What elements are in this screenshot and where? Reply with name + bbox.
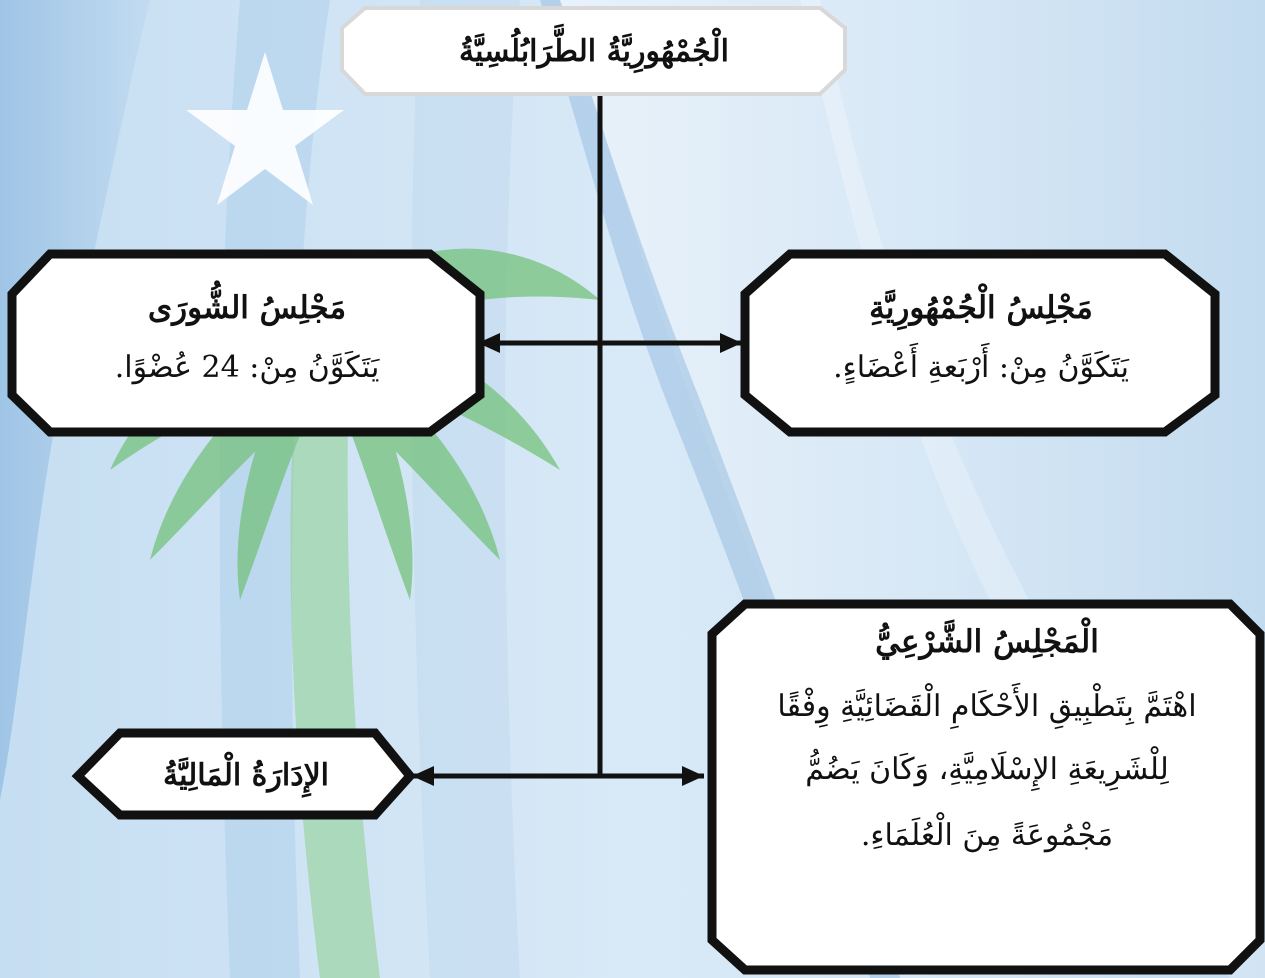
shura-box-shape xyxy=(7,249,485,437)
republic-council-title: مَجْلِسُ الْجُمْهُورِيَّةِ xyxy=(869,290,1093,327)
shura-council-title: مَجْلِسُ الشُّورَى xyxy=(147,290,347,327)
sharia-box-shape xyxy=(707,599,1265,975)
root-title: الْجُمْهُورِيَّةُ الطَّرَابُلُسِيَّةُ xyxy=(458,33,730,69)
shura-council-body: يَتَكَوَّنُ مِنْ: 24 عُضْوًا. xyxy=(114,350,380,386)
sharia-council-line-1: اهْتَمَّ بِتَطْبِيقِ الأَحْكَامِ الْقَضَ… xyxy=(777,689,1197,724)
root-box-shape xyxy=(340,6,847,96)
shura-council-box: مَجْلِسُ الشُّورَى يَتَكَوَّنُ مِنْ: 24 … xyxy=(22,262,472,424)
republic-council-body: يَتَكَوَّنُ مِنْ: أَرْبَعةِ أَعْضَاءٍ. xyxy=(833,350,1129,386)
connectors xyxy=(412,95,742,779)
sharia-council-box: الْمَجْلِسُ الشَّرْعِيُّ اهْتَمَّ بِتَطْ… xyxy=(722,612,1252,962)
financial-box-shape xyxy=(71,728,416,820)
star-icon xyxy=(186,52,344,205)
arrow-to-sharia-council xyxy=(682,766,704,786)
sharia-council-title: الْمَجْلِسُ الشَّرْعِيُّ xyxy=(875,624,1099,660)
republic-box-shape xyxy=(740,249,1220,437)
root-box: الْجُمْهُورِيَّةُ الطَّرَابُلُسِيَّةُ xyxy=(345,10,843,92)
arrowheads xyxy=(412,333,742,786)
arrow-to-financial-admin xyxy=(412,766,434,786)
sharia-council-line-3: مَجْمُوعَةً مِنَ الْعُلَمَاءِ. xyxy=(860,818,1114,853)
sharia-council-line-2: لِلْشَرِيعَةِ الإِسْلَامِيَّةِ، وَكَانَ … xyxy=(805,752,1169,787)
financial-admin-box: الإِدَارَةُ الْمَالِيَّةُ xyxy=(88,739,404,811)
republic-council-box: مَجْلِسُ الْجُمْهُورِيَّةِ يَتَكَوَّنُ م… xyxy=(755,262,1207,424)
financial-admin-title: الإِدَارَةُ الْمَالِيَّةُ xyxy=(162,757,330,793)
arrow-to-shura xyxy=(478,333,500,353)
arrow-to-republic-council xyxy=(720,333,742,353)
